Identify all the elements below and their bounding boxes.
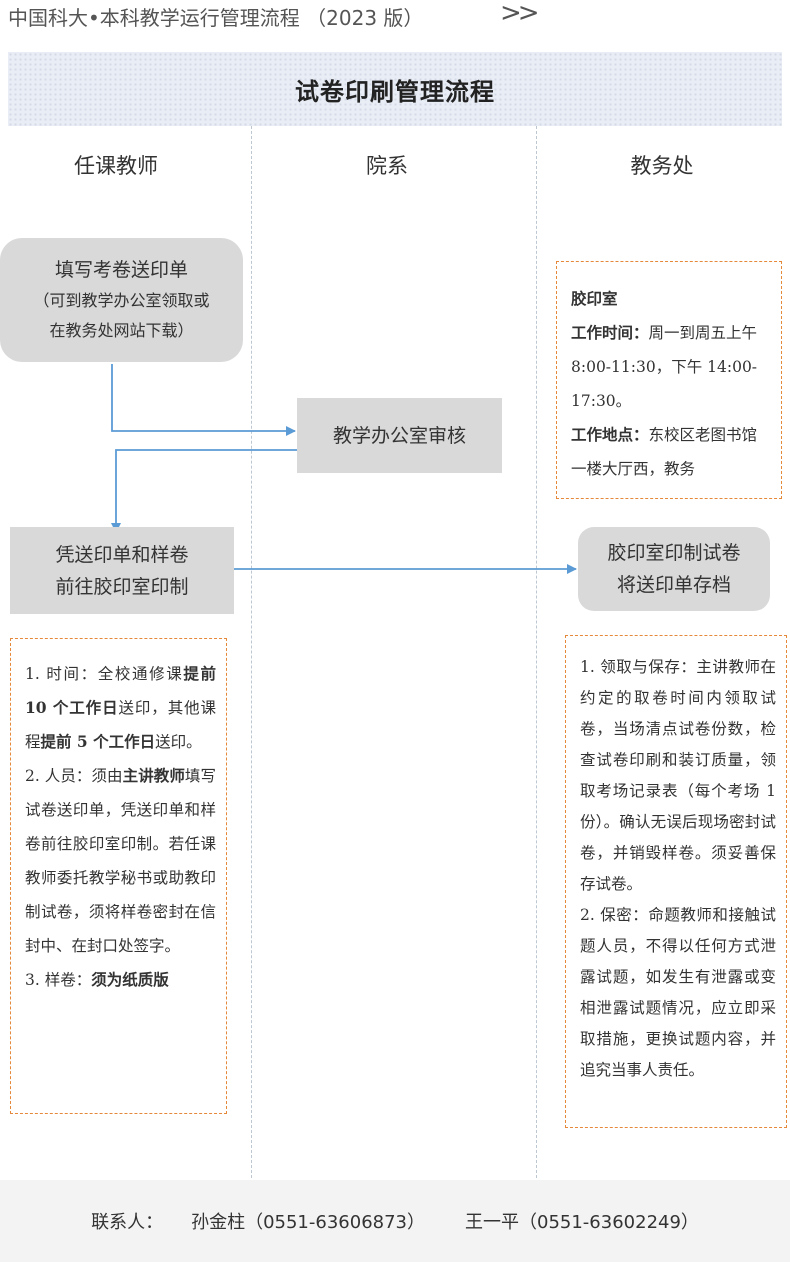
- fill-form-note-1: （可到教学办公室领取或: [33, 291, 210, 310]
- print-archive-line-2: 将送印单存档: [616, 574, 731, 596]
- breadcrumb: 中国科大•本科教学运行管理流程 （2023 版）: [8, 6, 424, 30]
- go-print-line-2: 前往胶印室印制: [55, 575, 189, 598]
- page-title: 试卷印刷管理流程: [295, 77, 495, 106]
- arrow-fill-to-review: [111, 364, 296, 436]
- print-room-hours: 工作时间：周一到周五上午 8:00-11:30，下午 14:00-17:30。: [571, 316, 771, 418]
- time-text-c: 送印。: [155, 733, 202, 751]
- contact-2: 王一平（0551-63602249）: [465, 1212, 699, 1233]
- go-print-box: 凭送印单和样卷 前往胶印室印制: [10, 527, 234, 614]
- teacher-note-time: 1. 时间：全校通修课提前 10 个工作日送印，其他课程提前 5 个工作日送印。: [25, 657, 216, 759]
- time-text-b: 送印，其他课程: [25, 699, 216, 751]
- fill-form-title: 填写考卷送印单: [54, 259, 188, 281]
- office-review-box: 教学办公室审核: [297, 398, 502, 473]
- office-note-confidential: 2. 保密：命题教师和接触试题人员，不得以任何方式泄露试题，如发生有泄露或变相泄…: [580, 906, 776, 1079]
- print-room-place: 工作地点：东校区老图书馆一楼大厅西，教务: [571, 418, 771, 486]
- print-room-info-box: 胶印室 工作时间：周一到周五上午 8:00-11:30，下午 14:00-17:…: [556, 261, 782, 499]
- column-header-teacher: 任课教师: [74, 154, 158, 178]
- arrow-review-to-go-print: [111, 449, 297, 533]
- print-archive-line-1: 胶印室印制试卷: [607, 542, 741, 564]
- fill-print-form-box: 填写考卷送印单 （可到教学办公室领取或 在教务处网站下载）: [0, 238, 243, 362]
- office-notes-box: 1. 领取与保存：主讲教师在约定的取卷时间内领取试卷，当场清点试卷份数，检查试卷…: [565, 635, 787, 1128]
- person-text-a: 2. 人员：须由: [25, 767, 123, 785]
- contact-footer: 联系人： 孙金柱（0551-63606873） 王一平（0551-6360224…: [0, 1180, 790, 1262]
- lane-divider-left: [251, 126, 252, 1178]
- place-label: 工作地点：: [571, 425, 649, 444]
- hours-label: 工作时间：: [571, 323, 649, 342]
- contact-label: 联系人：: [91, 1212, 164, 1233]
- fill-form-note-2: 在教务处网站下载）: [49, 321, 194, 340]
- column-header-academic-affairs: 教务处: [630, 154, 694, 178]
- chevron-right-icon[interactable]: >>: [500, 0, 540, 28]
- hours-text: 周一到周五上午 8:00-11:30，下午 14:00-17:30。: [571, 324, 758, 410]
- review-title: 教学办公室审核: [332, 424, 466, 447]
- teacher-note-person: 2. 人员：须由主讲教师填写试卷送印单，凭送印单和样卷前往胶印室印制。若任课教师…: [25, 759, 216, 963]
- teacher-notes-box: 1. 时间：全校通修课提前 10 个工作日送印，其他课程提前 5 个工作日送印。…: [10, 638, 227, 1114]
- person-text-b: 填写试卷送印单，凭送印单和样卷前往胶印室印制。若任课教师委托教学秘书或助教印制试…: [25, 767, 216, 955]
- print-archive-box: 胶印室印制试卷 将送印单存档: [578, 527, 770, 611]
- column-header-department: 院系: [366, 154, 408, 178]
- time-bold-b: 提前 5 个工作日: [40, 732, 156, 751]
- sample-bold: 须为纸质版: [91, 970, 169, 989]
- office-note-collect: 1. 领取与保存：主讲教师在约定的取卷时间内领取试卷，当场清点试卷份数，检查试卷…: [580, 658, 776, 893]
- lane-divider-right: [536, 126, 537, 1178]
- teacher-note-sample: 3. 样卷：须为纸质版: [25, 963, 216, 997]
- print-room-name: 胶印室: [571, 289, 618, 308]
- place-text: 东校区老图书馆一楼大厅西，教务: [571, 426, 758, 478]
- time-text-a: 1. 时间：全校通修课: [25, 665, 184, 683]
- title-banner: 试卷印刷管理流程: [8, 52, 782, 126]
- person-bold: 主讲教师: [122, 766, 185, 785]
- go-print-line-1: 凭送印单和样卷: [55, 543, 189, 566]
- contact-1: 孙金柱（0551-63606873）: [191, 1212, 425, 1233]
- sample-text: 3. 样卷：: [25, 971, 92, 989]
- time-bold-a: 提前 10 个工作日: [25, 664, 216, 717]
